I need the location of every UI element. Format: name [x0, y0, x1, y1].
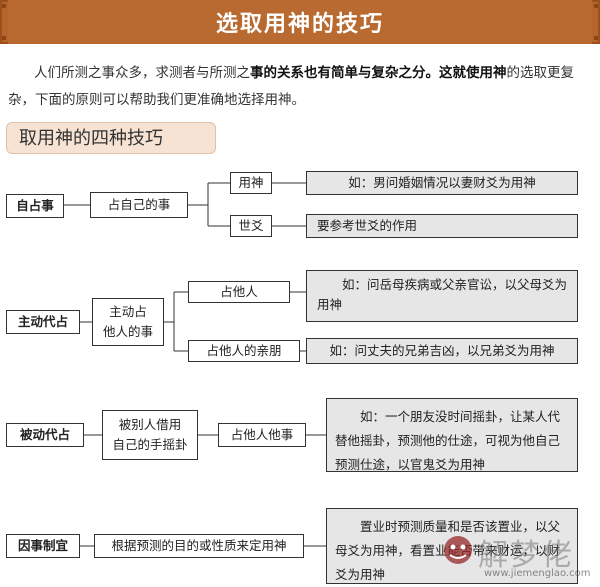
- watermark-url: www.jiemenglao.com: [484, 568, 591, 579]
- row1-example-2: 要参考世爻的作用: [306, 214, 578, 238]
- category-self-divination: 自占事: [6, 194, 64, 218]
- row1-branch-shiyao: 世爻: [230, 215, 272, 237]
- section-title: 取用神的四种技巧: [6, 122, 216, 154]
- category-passive-proxy: 被动代占: [6, 423, 84, 447]
- row2-example-2: 如：问丈夫的兄弟吉凶，以兄弟爻为用神: [306, 338, 578, 364]
- row1-middle-box: 占自己的事: [90, 192, 188, 218]
- banner-corner-decoration: [594, 36, 598, 40]
- banner-corner-decoration: [594, 4, 598, 8]
- banner-title: 选取用神的技巧: [215, 12, 384, 37]
- category-active-proxy: 主动代占: [6, 310, 80, 334]
- row4-middle-box: 根据预测的目的或性质来定用神: [94, 534, 304, 558]
- row3-example-1: 如：一个朋友没时间摇卦，让某人代替他摇卦，预测他的仕途，可视为他自己预测仕途，以…: [326, 398, 578, 472]
- row2-branch-others: 占他人: [188, 281, 290, 303]
- category-situational: 因事制宜: [6, 534, 80, 558]
- intro-paragraph: 人们所测之事众多，求测者与所测之事的关系也有简单与复杂之分。这就使用神的选取更复…: [8, 60, 592, 114]
- row2-example-1: 如：问岳母疾病或父亲官讼，以父母爻为用神: [306, 270, 578, 322]
- row3-middle-box: 被别人借用 自己的手摇卦: [102, 410, 198, 460]
- banner-corner-decoration: [2, 36, 6, 40]
- intro-text-1: 人们所测之事众多，求测者与所测之: [34, 65, 250, 81]
- row2-branch-others-relatives: 占他人的亲朋: [188, 340, 300, 362]
- row1-branch-yongshen: 用神: [230, 172, 272, 194]
- intro-text-bold: 事的关系也有简单与复杂之分。这就使用神: [250, 65, 507, 81]
- watermark-text: 解梦佬: [478, 538, 574, 573]
- row3-branch-others-matters: 占他人他事: [218, 423, 306, 447]
- title-banner-inner: [8, 0, 592, 44]
- row2-middle-box: 主动占 他人的事: [92, 298, 164, 346]
- title-banner: 选取用神的技巧: [0, 0, 600, 44]
- intro-text-2: 的选取更复杂，下面的原则可以帮助我们更准确地选择用神。: [8, 65, 574, 108]
- watermark-logo-icon: [444, 536, 472, 564]
- row1-example-1: 如：男问婚姻情况以妻财爻为用神: [306, 171, 578, 195]
- banner-corner-decoration: [2, 4, 6, 8]
